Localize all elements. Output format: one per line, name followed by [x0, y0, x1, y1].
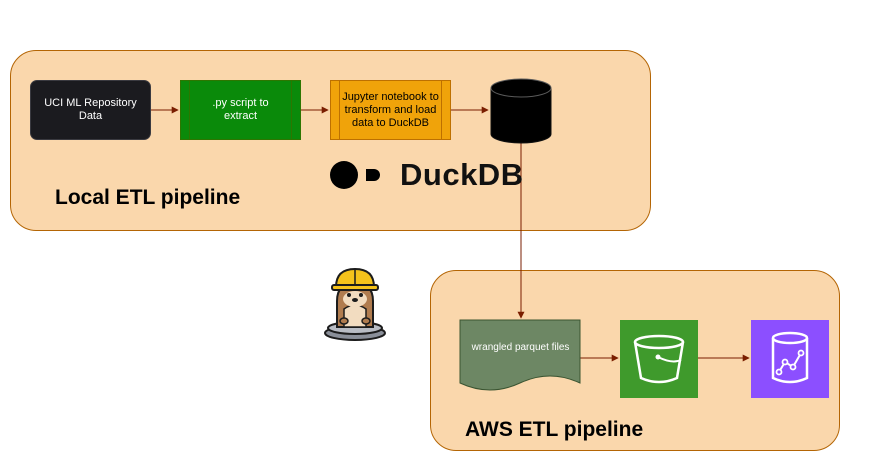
parquet-files-shape[interactable]: [459, 319, 582, 397]
uci-source-label: UCI ML Repository Data: [44, 97, 137, 122]
extract-script-label: .py script to extract: [212, 97, 269, 122]
transform-notebook-box[interactable]: Jupyter notebook to transform and load d…: [330, 80, 451, 140]
aws-group-title: AWS ETL pipeline: [465, 418, 644, 441]
parquet-files-label: wrangled parquet files: [471, 342, 570, 353]
database-cylinder-icon[interactable]: [490, 78, 552, 144]
duckdb-wordmark: DuckDB: [400, 157, 524, 192]
uci-source-box[interactable]: UCI ML Repository Data: [30, 80, 151, 140]
transform-notebook-label: Jupyter notebook to transform and load d…: [342, 90, 439, 129]
duckdb-logo-icon: [330, 161, 380, 189]
athena-icon[interactable]: [751, 320, 829, 398]
mascot-icon: [324, 267, 386, 341]
s3-bucket-icon[interactable]: [620, 320, 698, 398]
extract-script-box[interactable]: .py script to extract: [180, 80, 301, 140]
local-group-title: Local ETL pipeline: [55, 186, 241, 209]
